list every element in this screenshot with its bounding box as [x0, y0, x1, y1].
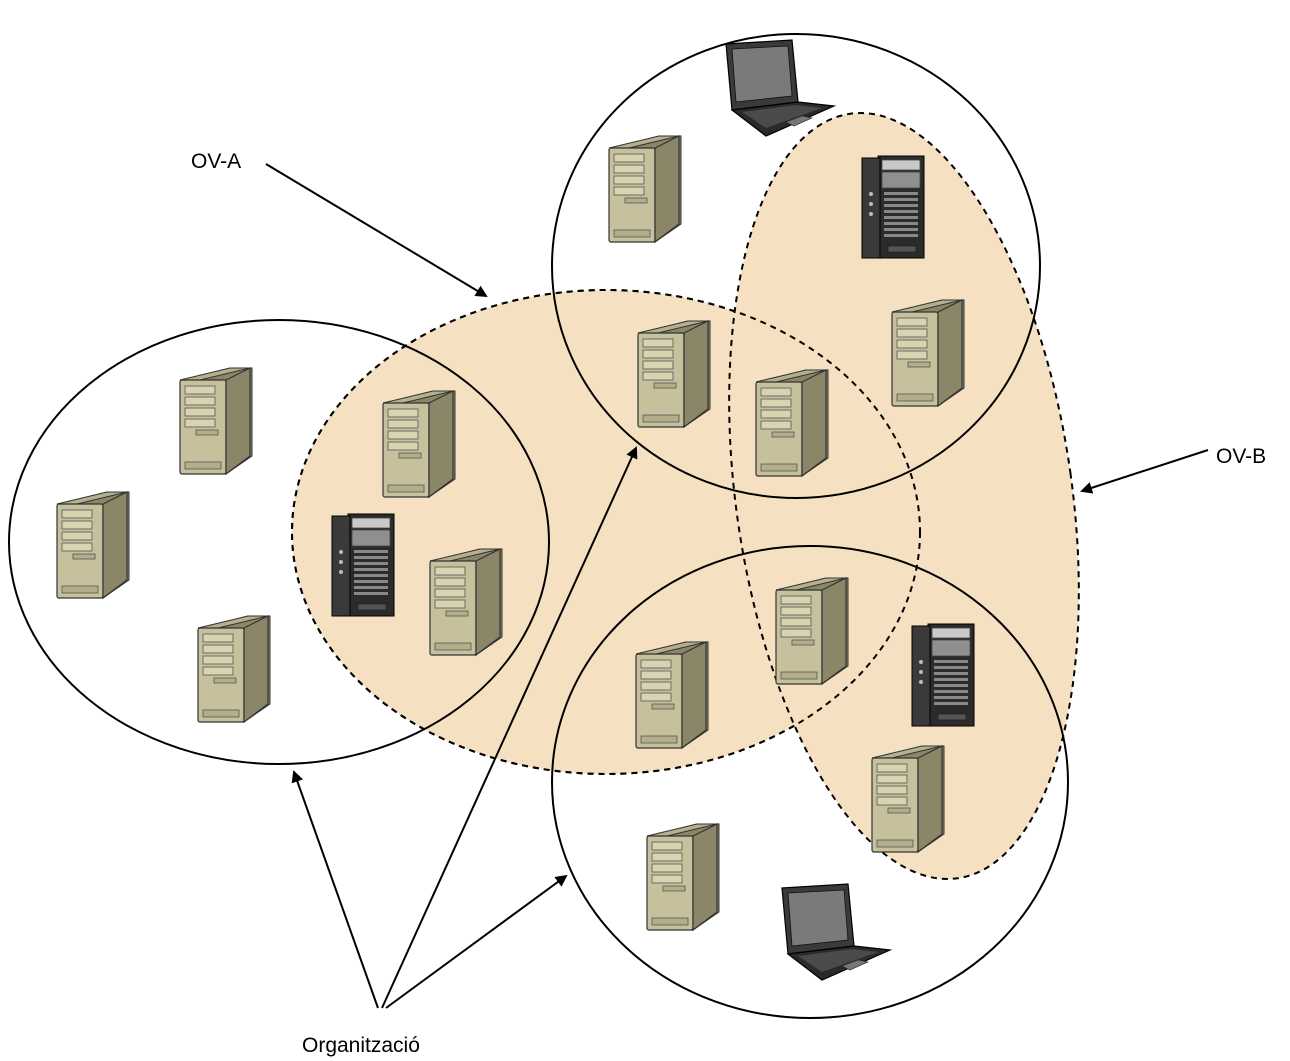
- laptop-icon: [725, 39, 835, 137]
- desktop-tower-icon: [871, 745, 945, 853]
- server-rack-icon: [911, 623, 975, 727]
- server-rack-icon: [861, 155, 925, 259]
- desktop-tower-icon: [608, 135, 682, 243]
- desktop-tower-icon: [635, 641, 709, 749]
- organization-bottom: [551, 545, 1069, 1019]
- laptop-icon: [781, 883, 891, 981]
- desktop-tower-icon: [179, 367, 253, 475]
- desktop-tower-icon: [197, 615, 271, 723]
- desktop-tower-icon: [56, 491, 130, 599]
- desktop-tower-icon: [382, 390, 456, 498]
- label-ov-a: OV-A: [191, 150, 241, 173]
- desktop-tower-icon: [891, 299, 965, 407]
- server-rack-icon: [331, 513, 395, 617]
- label-ov-b: OV-B: [1216, 445, 1266, 468]
- arrow-org-top: [381, 446, 638, 1009]
- desktop-tower-icon: [646, 823, 720, 931]
- arrow-org-left: [291, 770, 379, 1009]
- desktop-tower-icon: [429, 548, 503, 656]
- desktop-tower-icon: [637, 320, 711, 428]
- desktop-tower-icon: [755, 369, 829, 477]
- label-organization: Organització: [302, 1034, 420, 1057]
- organization-left: [8, 319, 550, 765]
- desktop-tower-icon: [775, 577, 849, 685]
- arrow-ov-b: [1080, 449, 1209, 494]
- vo-a-outline: [291, 289, 921, 775]
- vo-b-region: [728, 112, 1080, 880]
- arrow-org-bottom: [385, 874, 568, 1009]
- arrow-ov-a: [265, 163, 488, 298]
- organization-top: [551, 33, 1041, 499]
